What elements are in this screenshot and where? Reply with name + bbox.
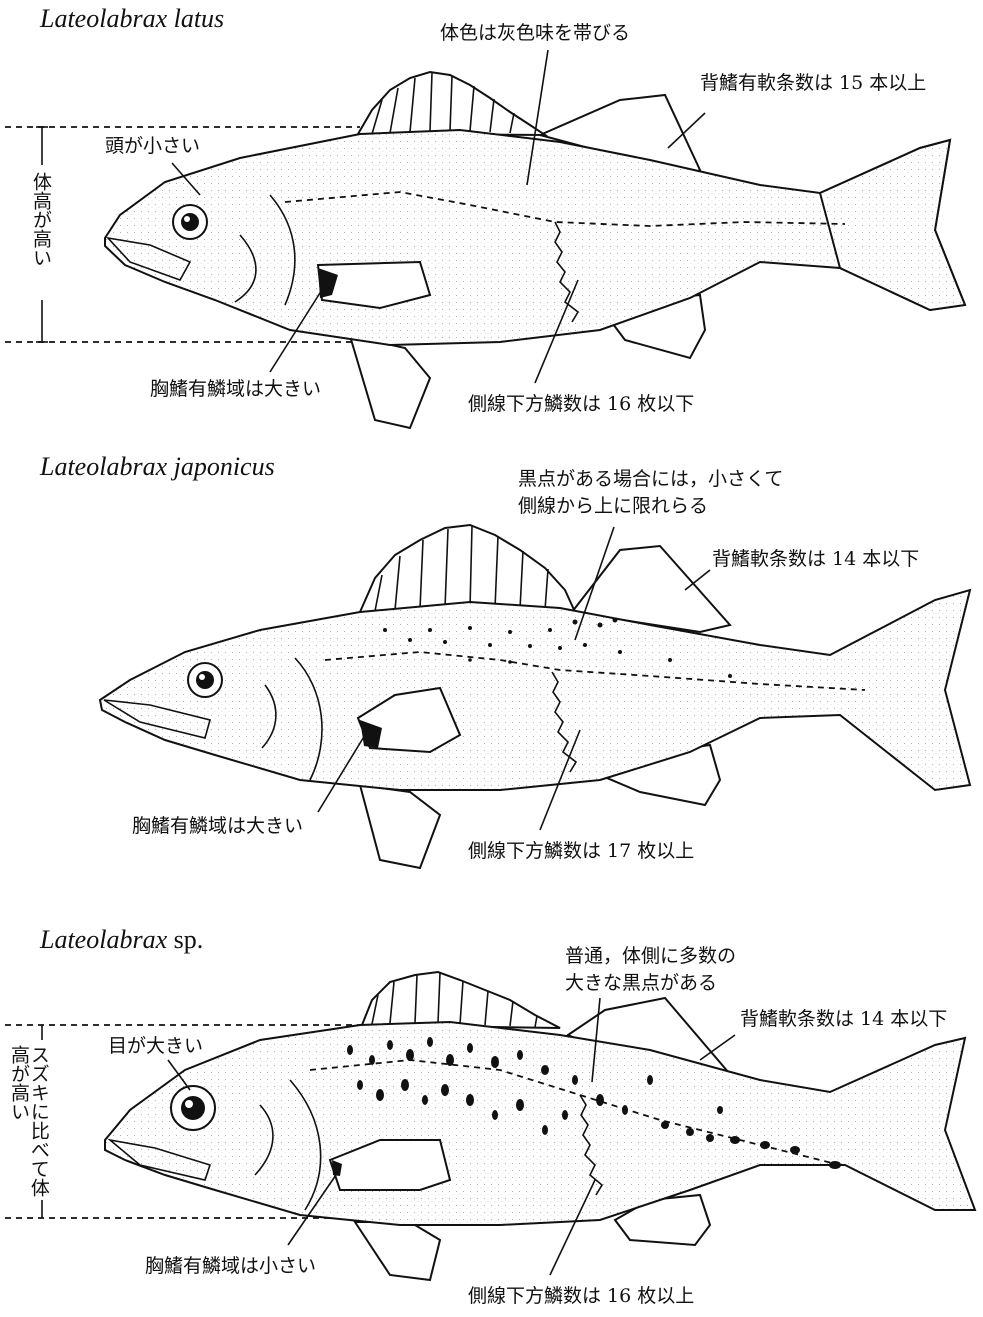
panel-3-genus: Lateolabrax — [40, 925, 167, 954]
label-large-eye: 目が大きい — [108, 1035, 203, 1059]
label-lateral-scales-1: 側線下方鱗数は 16 枚以下 — [468, 393, 694, 417]
label-small-head: 頭が小さい — [105, 135, 200, 159]
label-pectoral-scale-2: 胸鰭有鱗域は大きい — [132, 815, 303, 839]
label-spots-3-line1: 普通，体側に多数の — [565, 945, 736, 969]
label-spots-3-line2: 大きな黒点がある — [565, 972, 717, 996]
panel-3-species: sp. — [174, 925, 204, 954]
label-pectoral-scale-1: 胸鰭有鱗域は大きい — [150, 378, 321, 402]
label-body-height-1: 体高が高い — [30, 172, 50, 267]
label-dorsal-rays-3: 背鰭軟条数は 14 本以下 — [740, 1008, 947, 1032]
label-lateral-scales-2: 側線下方鱗数は 17 枚以上 — [468, 840, 694, 864]
label-dorsal-rays-1: 背鰭有軟条数は 15 本以上 — [700, 72, 926, 96]
panel-3-title: Lateolabrax sp. — [40, 925, 203, 955]
fish-latus — [5, 50, 965, 428]
panel-2-species: japonicus — [174, 452, 275, 481]
label-spots-2-line1: 黒点がある場合には，小さくて — [518, 468, 783, 492]
panel-1-title: Lateolabrax latus — [40, 4, 224, 34]
panel-2-title: Lateolabrax japonicus — [40, 452, 275, 482]
label-body-height-3: スズキに比べて体高が高い — [8, 1045, 48, 1205]
panel-2-genus: Lateolabrax — [40, 452, 167, 481]
label-dorsal-rays-2: 背鰭軟条数は 14 本以下 — [712, 548, 919, 572]
label-body-color: 体色は灰色味を帯びる — [440, 22, 630, 46]
label-spots-2-line2: 側線から上に限れらる — [518, 495, 708, 519]
panel-1-genus: Lateolabrax — [40, 4, 167, 33]
label-lateral-scales-3: 側線下方鱗数は 16 枚以上 — [468, 1285, 694, 1309]
label-pectoral-scale-3: 胸鰭有鱗域は小さい — [145, 1255, 316, 1279]
panel-1-species: latus — [174, 4, 225, 33]
